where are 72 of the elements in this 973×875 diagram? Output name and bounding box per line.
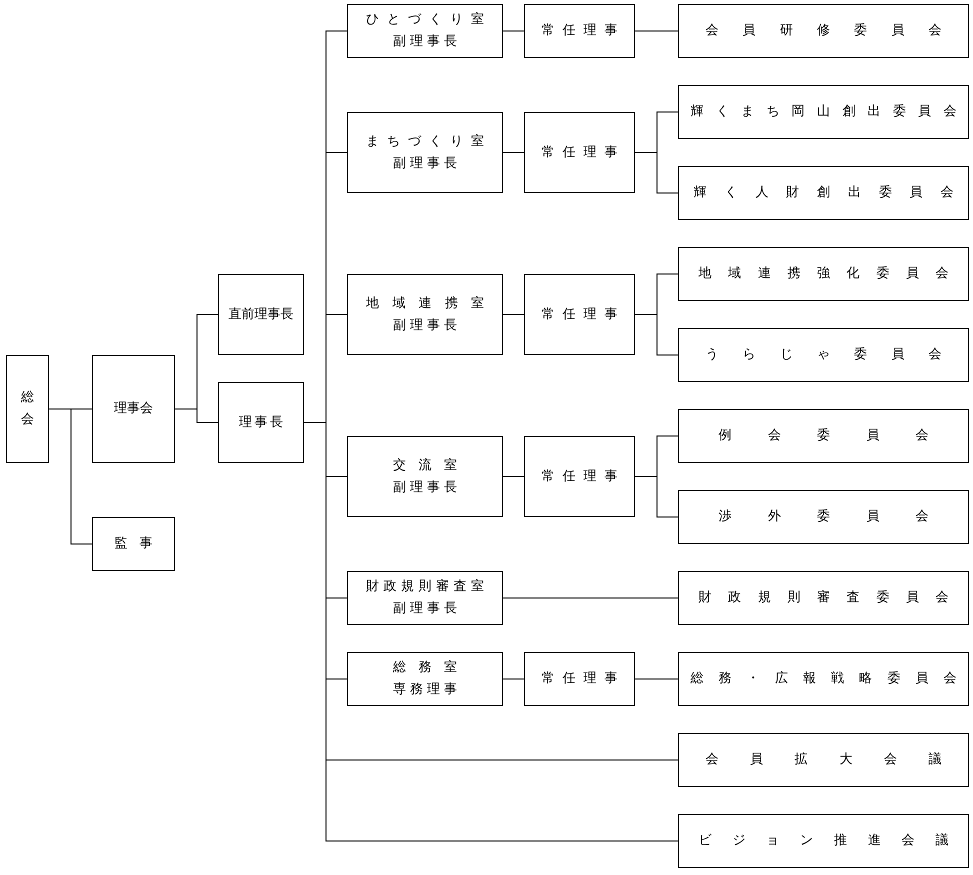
box-label: 輝く人財創出委員会	[694, 185, 954, 201]
box-label: 副理事長	[393, 601, 457, 617]
box-label: 副理事長	[393, 34, 457, 50]
org-box	[347, 571, 503, 625]
org-box	[92, 355, 175, 463]
box-label: 渉外委員会	[718, 509, 928, 525]
box-label: 総会	[20, 389, 34, 429]
box-label: 常任理事	[542, 468, 618, 484]
box-label: 総務室	[393, 660, 457, 676]
box-label: 直前理事長	[228, 306, 294, 322]
box-label: 常任理事	[542, 23, 618, 39]
connector-line	[634, 30, 678, 32]
box-label: 理事長	[239, 414, 283, 430]
box-label: 財政規則審査室	[366, 579, 484, 595]
connector-line	[48, 408, 92, 544]
org-box	[678, 328, 969, 382]
org-box	[347, 112, 503, 193]
box-label: 常任理事	[542, 671, 618, 687]
box-label: 総務・広報戦略委員会	[690, 671, 956, 687]
org-box	[678, 166, 969, 220]
org-box	[678, 814, 969, 868]
connector-line	[502, 30, 524, 32]
box-label: 地域連携室	[366, 296, 484, 312]
org-box	[678, 409, 969, 463]
box-label: 地域連携強化委員会	[698, 266, 948, 282]
org-box	[524, 112, 635, 193]
org-box	[347, 274, 503, 355]
org-box	[347, 652, 503, 706]
box-label: ビジョン推進会議	[698, 833, 948, 849]
org-box	[347, 436, 503, 517]
box-label: 理事会	[114, 401, 153, 417]
box-label: 常任理事	[542, 144, 618, 160]
box-label: 監事	[114, 536, 152, 552]
box-label: 例会委員会	[718, 428, 928, 444]
box-label: 会員研修委員会	[706, 23, 942, 39]
connector-line	[502, 678, 524, 680]
org-box	[524, 652, 635, 706]
box-label: 副理事長	[393, 156, 457, 172]
connector-line	[502, 476, 524, 477]
connector-line	[634, 476, 678, 518]
connector-line	[634, 152, 678, 194]
box-label: 常任理事	[542, 306, 618, 322]
org-box	[524, 274, 635, 355]
org-box	[92, 517, 175, 571]
org-box	[678, 571, 969, 625]
org-box	[678, 85, 969, 139]
connector-line	[502, 314, 524, 315]
box-label: 輝くまち岡山創出委員会	[690, 104, 956, 120]
box-label: 専務理事	[393, 682, 457, 698]
org-box	[678, 733, 969, 787]
connector-line	[634, 678, 678, 680]
connector-line	[634, 314, 678, 356]
box-label: うらじゃ委員会	[706, 347, 942, 363]
connector-line	[502, 152, 524, 153]
org-box	[524, 436, 635, 517]
org-box	[678, 490, 969, 544]
org-box	[678, 247, 969, 301]
box-label: 副理事長	[393, 480, 457, 496]
box-label: 財政規則審査委員会	[698, 590, 948, 606]
org-box	[678, 652, 969, 706]
org-box	[218, 274, 304, 355]
org-box	[6, 355, 49, 463]
box-label: まちづくり室	[366, 134, 484, 150]
org-box	[347, 4, 503, 58]
box-label: 副理事長	[393, 318, 457, 334]
box-label: 会員拡大会議	[706, 752, 942, 768]
box-label: 交流室	[393, 458, 457, 474]
org-box	[678, 4, 969, 58]
org-box	[218, 382, 304, 463]
box-label: ひとづくり室	[366, 12, 484, 28]
org-box	[524, 4, 635, 58]
connector-line	[174, 408, 218, 423]
